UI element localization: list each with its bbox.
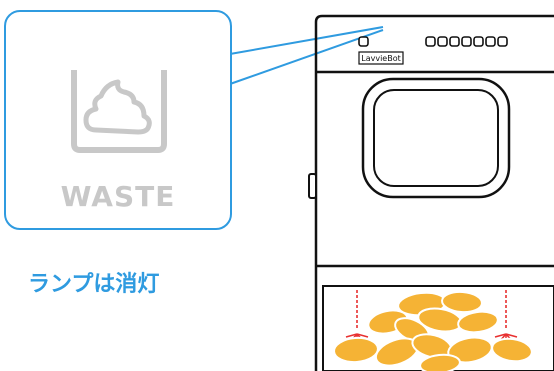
brand-label: LavvieBot: [361, 54, 401, 63]
waste-pile: [333, 290, 533, 371]
indicator-lights: [358, 36, 508, 47]
waste-label: WASTE: [60, 180, 176, 213]
door-window-inner: [373, 89, 499, 187]
brand-label-box: [358, 51, 404, 65]
waste-icon: [71, 70, 167, 153]
side-handle: [308, 173, 317, 199]
status-caption: ランプは消灯: [28, 272, 160, 297]
waste-indicator-panel: WASTE: [4, 10, 232, 230]
device-body: [314, 14, 554, 371]
